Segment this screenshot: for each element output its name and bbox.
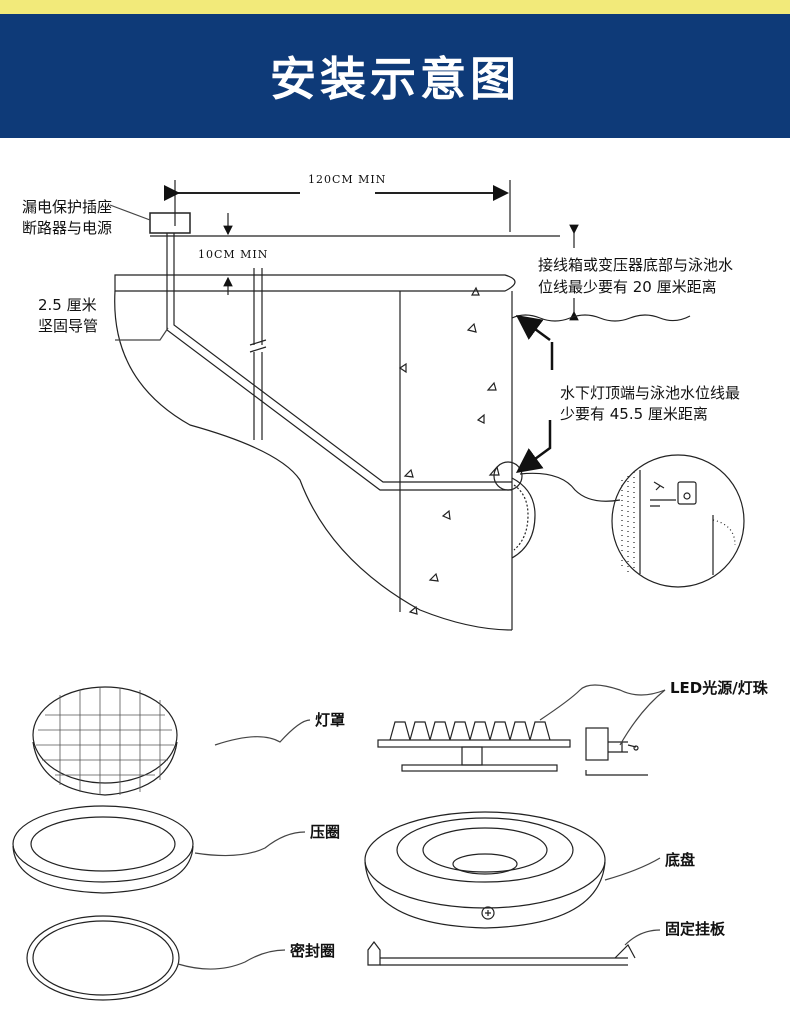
dim-120cm: 120CM MIN [308,173,386,186]
label-junction-line2: 位线最少要有 20 厘米距离 [538,278,717,296]
label-light-line1: 水下灯顶端与泳池水位线最 [560,384,740,402]
label-sealing-ring: 密封圈 [290,942,335,960]
label-pressure-ring: 压圈 [310,823,340,841]
label-base-plate: 底盘 [665,851,695,869]
pool-cross-section [109,180,745,631]
dim-10cm: 10CM MIN [198,248,268,261]
part-sealing-ring [26,915,286,1001]
label-light-line2: 少要有 45.5 厘米距离 [560,405,708,423]
page-title: 安装示意图 [270,52,520,106]
label-breaker-line1: 漏电保护插座 [22,198,112,216]
label-lamp-cover: 灯罩 [315,711,345,729]
part-pressure-ring [12,805,306,894]
part-mounting-bracket [367,929,661,966]
top-stripe [0,0,790,14]
header-banner: 安装示意图 [0,14,790,138]
label-conduit-line1: 2.5 厘米 [38,296,97,314]
label-conduit-line2: 坚固导管 [38,317,98,335]
part-lamp-cover [32,686,311,796]
part-led-board [377,684,666,776]
label-led-board: LED光源/灯珠 [670,679,769,697]
label-mounting-bracket: 固定挂板 [665,920,726,938]
part-base-plate [364,811,661,929]
label-breaker-line2: 断路器与电源 [22,219,112,237]
label-junction-line1: 接线箱或变压器底部与泳池水 [538,256,733,274]
